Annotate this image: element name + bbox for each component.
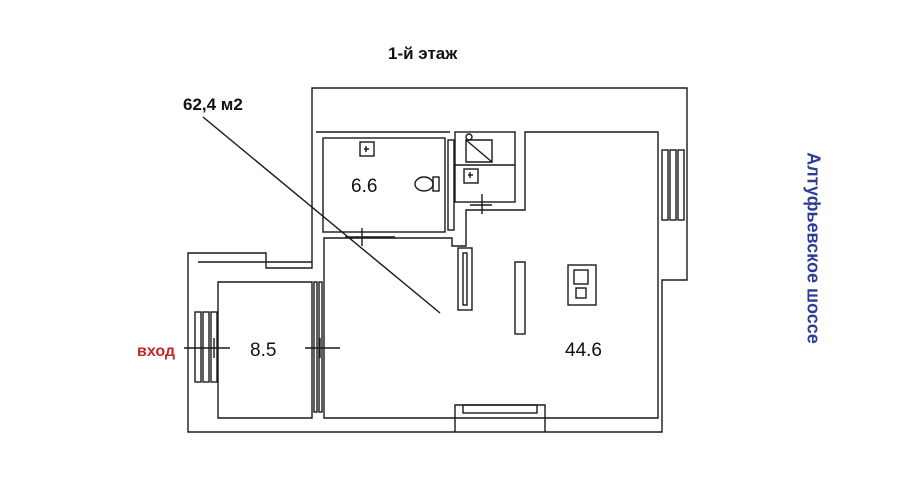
area-pointer-line [202, 116, 441, 314]
bathroom-wall [454, 131, 516, 203]
outer-wall [187, 87, 688, 433]
vestibule-wall [217, 281, 313, 419]
total-area-label: 62,4 м2 [183, 95, 243, 114]
street-label: Алтуфьевское шоссе [800, 133, 826, 363]
entrance-label: вход [137, 343, 176, 360]
room-area-label: 6.6 [351, 176, 378, 197]
room-area-label: 44.6 [565, 340, 602, 361]
room-66-wall [322, 137, 446, 233]
street-label-text: Алтуфьевское шоссе [803, 152, 824, 344]
room-area-label: 8.5 [250, 340, 277, 361]
inner-wall [323, 131, 659, 419]
floor-title: 1-й этаж [388, 44, 458, 63]
